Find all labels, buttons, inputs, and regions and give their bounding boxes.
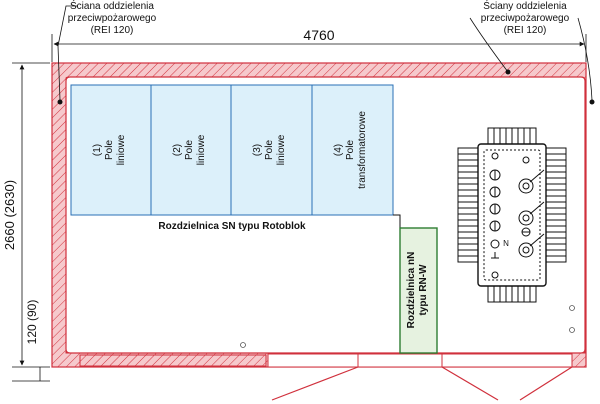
bottom-openings [79,353,573,368]
svg-text:(REI 120): (REI 120) [504,25,547,36]
mv-switchgear: (1) Pole liniowe (2) Pole liniowe (3) Po… [70,84,401,232]
svg-text:(1): (1) [92,144,103,156]
svg-text:Pole: Pole [345,140,356,160]
width-dimension: 4760 [51,27,587,62]
neutral-label: N [503,239,509,248]
svg-text:liniowe: liniowe [276,134,287,165]
width-label: 4760 [303,27,334,43]
neutral-bushing [490,239,500,249]
svg-text:przeciwpożarowego: przeciwpożarowego [481,13,570,24]
svg-text:Pole: Pole [264,140,275,160]
transformer: N [457,127,567,303]
svg-text:Pole: Pole [104,140,115,160]
svg-text:Ściany oddzielenia: Ściany oddzielenia [483,0,567,12]
svg-text:(3): (3) [252,144,263,156]
height-dimension: 2660 (2630) 120 (90) [2,62,50,382]
hv-bushings [518,156,545,258]
svg-text:liniowe: liniowe [116,134,127,165]
panel-3 [230,84,313,216]
svg-text:transformatorowe: transformatorowe [357,111,368,189]
panel-2 [150,84,232,216]
height-label: 2660 (2630) [2,180,17,250]
lv-board: Rozdzielnica nN typu RN-W [399,227,438,354]
svg-text:liniowe: liniowe [196,134,207,165]
svg-text:Ściana oddzielenia: Ściana oddzielenia [70,0,154,12]
panel-1 [70,84,152,216]
lv-bushings [489,152,501,279]
switchgear-caption: Rozdzielnica SN typu Rotoblok [158,221,306,232]
ventilation-grille [79,354,267,367]
svg-text:Rozdzielnica nN: Rozdzielnica nN [406,252,417,329]
svg-text:(2): (2) [172,144,183,156]
svg-text:typu RN-W: typu RN-W [418,264,429,316]
svg-text:(REI 120): (REI 120) [91,25,134,36]
floor-fixtures [240,305,575,348]
svg-text:Pole: Pole [184,140,195,160]
door-middle [357,353,443,368]
panel-4 [311,84,394,216]
door-left [267,353,359,368]
door-swings [271,366,573,401]
door-right [441,353,573,368]
svg-text:przeciwpożarowego: przeciwpożarowego [68,13,157,24]
lower-height-label: 120 (90) [25,300,39,345]
callout-right: Ściany oddzielenia przeciwpożarowego (RE… [469,0,595,105]
callout-left: Ściana oddzielenia przeciwpożarowego (RE… [57,0,157,105]
svg-text:(4): (4) [333,144,344,156]
